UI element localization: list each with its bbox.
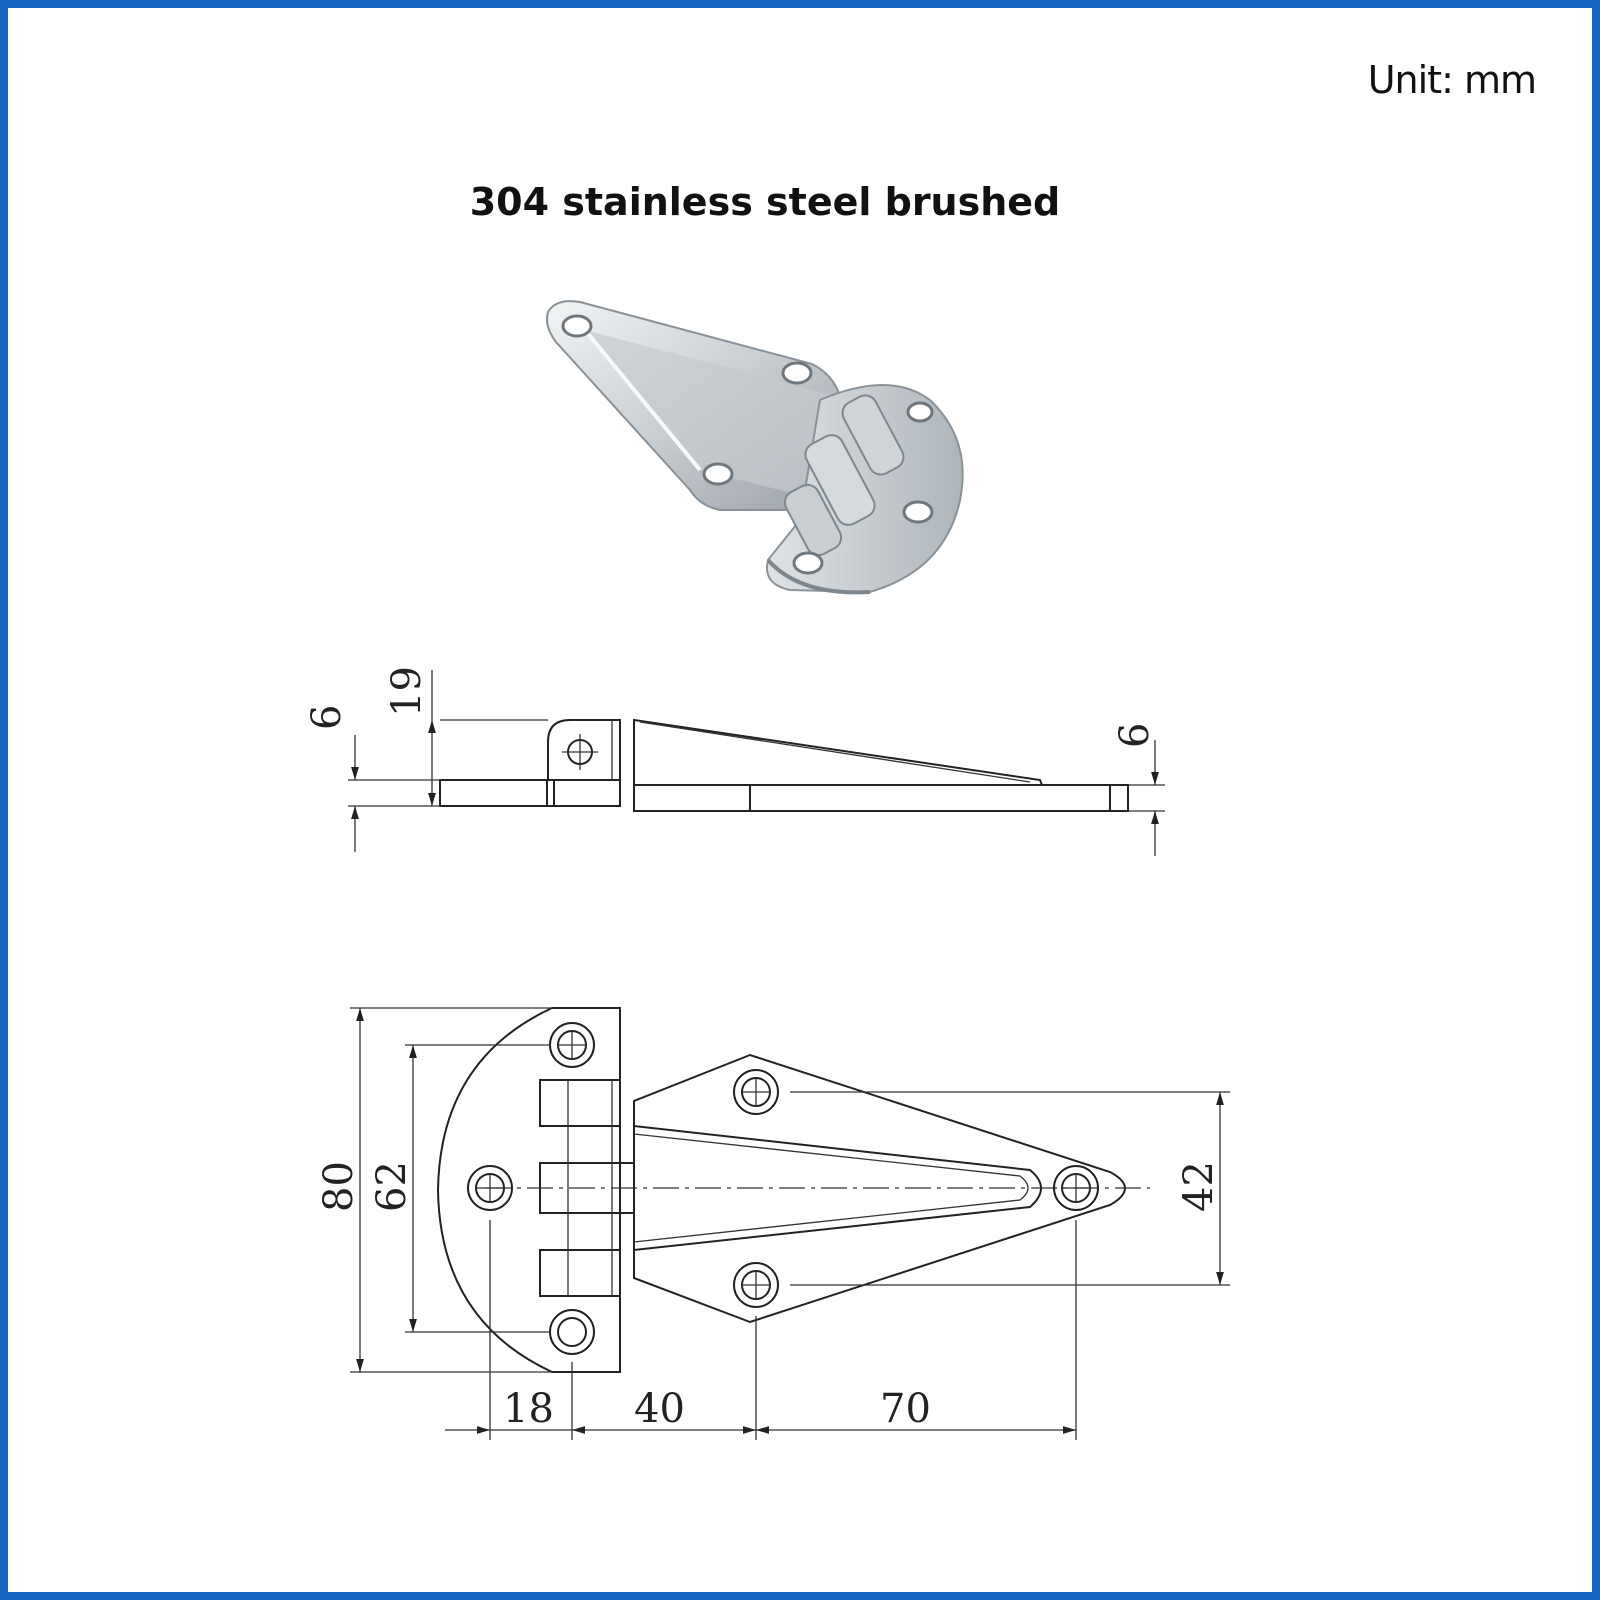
dim-top-18: 18 xyxy=(503,1386,554,1432)
dim-top-40: 40 xyxy=(634,1386,685,1432)
side-view xyxy=(348,670,1165,856)
product-title: 304 stainless steel brushed xyxy=(469,180,1061,224)
dim-side-6-left: 6 xyxy=(304,705,350,730)
dim-top-42: 42 xyxy=(1176,1161,1222,1212)
dim-top-62: 62 xyxy=(369,1161,415,1212)
top-view xyxy=(350,1007,1230,1440)
unit-label: Unit: mm xyxy=(1367,58,1537,102)
hinge-photo xyxy=(546,300,964,595)
dim-side-19: 19 xyxy=(384,666,430,717)
dim-side-6-right: 6 xyxy=(1112,723,1158,748)
dim-top-70: 70 xyxy=(880,1386,931,1432)
dim-top-80: 80 xyxy=(316,1161,362,1212)
